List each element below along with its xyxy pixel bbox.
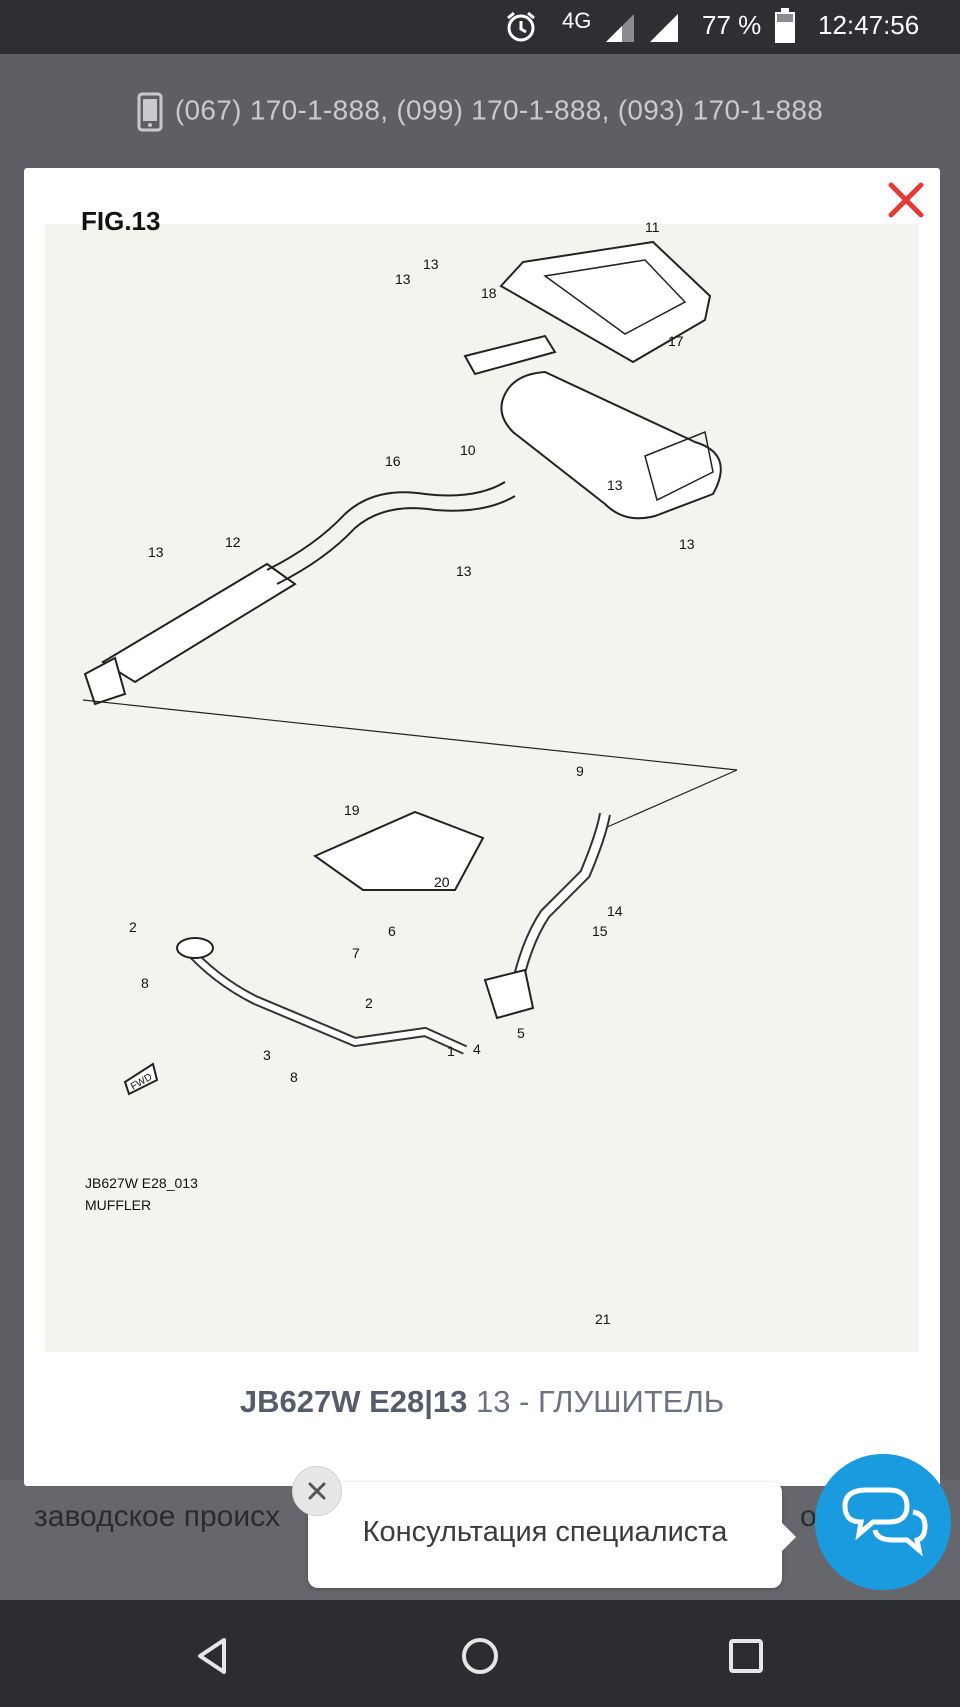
callout-number: 17 — [668, 333, 684, 349]
signal-icon — [606, 14, 634, 42]
callout-number: 13 — [423, 256, 439, 272]
callout-number: 4 — [473, 1041, 481, 1057]
callout-number: 15 — [592, 923, 608, 939]
callout-number: 13 — [607, 477, 623, 493]
callout-number: 12 — [225, 534, 241, 550]
chat-tooltip[interactable]: Консультация специалиста — [308, 1482, 782, 1588]
phone-list: (067) 170-1-888, (099) 170-1-888, (093) … — [174, 94, 824, 126]
callout-number: 1 — [447, 1043, 455, 1059]
image-caption: JB627W E28|13 13 - ГЛУШИТЕЛЬ — [24, 1384, 940, 1420]
diagram-name: MUFFLER — [85, 1197, 151, 1213]
alarm-icon — [507, 11, 535, 42]
callout-number: 6 — [388, 923, 396, 939]
diagram-top-label: FIG.13 — [81, 206, 160, 236]
callout-number: 10 — [460, 442, 476, 458]
callout-number: 21 — [595, 1311, 611, 1327]
status-bar: 4G 77 % 12:47:56 — [0, 0, 960, 54]
navigation-bar — [0, 1600, 960, 1707]
callout-number: 5 — [517, 1025, 525, 1041]
home-icon[interactable] — [452, 1628, 508, 1684]
callout-number: 2 — [129, 919, 137, 935]
callout-number: 13 — [148, 544, 164, 560]
diagram-code: JB627W E28_013 — [85, 1175, 198, 1191]
close-icon[interactable] — [886, 180, 926, 220]
callout-number: 20 — [434, 874, 450, 890]
callout-number: 19 — [344, 802, 360, 818]
clock: 12:47:56 — [818, 10, 920, 40]
callout-number: 16 — [385, 453, 401, 469]
callout-number: 11 — [645, 219, 660, 235]
chat-tooltip-text: Консультация специалиста — [362, 1516, 728, 1548]
callout-number: 8 — [141, 975, 149, 991]
recents-icon[interactable] — [718, 1628, 774, 1684]
signal-icon — [650, 14, 678, 42]
phone-icon — [137, 92, 163, 132]
back-icon[interactable] — [186, 1628, 242, 1684]
battery-icon — [775, 8, 795, 43]
callout-number: 14 — [607, 903, 623, 919]
caption-code: JB627W E28|13 — [239, 1384, 468, 1419]
battery-percent: 77 % — [702, 10, 762, 40]
callout-number: 7 — [352, 945, 360, 961]
close-icon[interactable] — [292, 1466, 342, 1516]
chat-tooltip-tail — [782, 1523, 796, 1551]
callout-number: 2 — [365, 995, 373, 1011]
caption-description: 13 - ГЛУШИТЕЛЬ — [476, 1384, 725, 1419]
chat-bubbles-icon[interactable] — [815, 1454, 951, 1590]
phone-numbers[interactable]: (067) 170-1-888, (099) 170-1-888, (093) … — [0, 92, 960, 132]
callout-number: 8 — [290, 1069, 298, 1085]
callout-number: 13 — [395, 271, 411, 287]
fwd-label: FWD — [129, 1072, 154, 1093]
callout-number: 18 — [481, 285, 497, 301]
background-text: заводское происх — [34, 1500, 281, 1533]
callout-number: 13 — [679, 536, 695, 552]
callout-number: 3 — [263, 1047, 271, 1063]
network-type: 4G — [562, 8, 592, 33]
callout-number: 9 — [576, 763, 584, 779]
callout-number: 13 — [456, 563, 472, 579]
